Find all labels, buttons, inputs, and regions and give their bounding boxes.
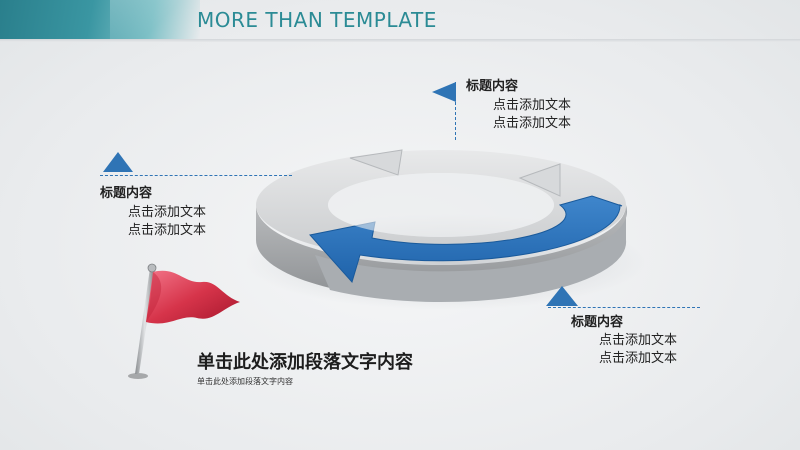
callout-1-line-2: 点击添加文本 (493, 116, 572, 131)
callout-2-marker (103, 152, 133, 172)
header-title: MORE THAN TEMPLATE (197, 8, 437, 32)
blue-arrow-segment (309, 195, 623, 284)
callout-1-leader (455, 82, 456, 140)
callout-2-title: 标题内容 (100, 186, 153, 201)
callout-2-leader (100, 175, 292, 176)
callout-3-line-1: 点击添加文本 (599, 333, 678, 348)
ring-side-blue (315, 205, 628, 303)
ring-arrow-notch-2 (518, 163, 561, 197)
header-divider (0, 39, 800, 42)
callout-1-title: 标题内容 (466, 79, 519, 94)
red-flag-icon (128, 263, 240, 379)
callout-3-line-2: 点击添加文本 (599, 351, 678, 366)
callout-1-marker (432, 82, 456, 102)
callout-2-line-1: 点击添加文本 (128, 205, 207, 220)
ring-arrow-notch-1 (349, 149, 403, 176)
callout-3-title: 标题内容 (571, 315, 624, 330)
main-subtext: 单击此处添加段落文字内容 (197, 377, 293, 386)
callout-3-marker (546, 286, 578, 306)
callout-2-line-2: 点击添加文本 (128, 223, 207, 238)
main-heading: 单击此处添加段落文字内容 (197, 352, 413, 373)
callout-3-leader (548, 307, 700, 308)
header-decoration (0, 0, 200, 40)
ring-inner-hole (328, 173, 554, 237)
callout-1-line-1: 点击添加文本 (493, 98, 572, 113)
